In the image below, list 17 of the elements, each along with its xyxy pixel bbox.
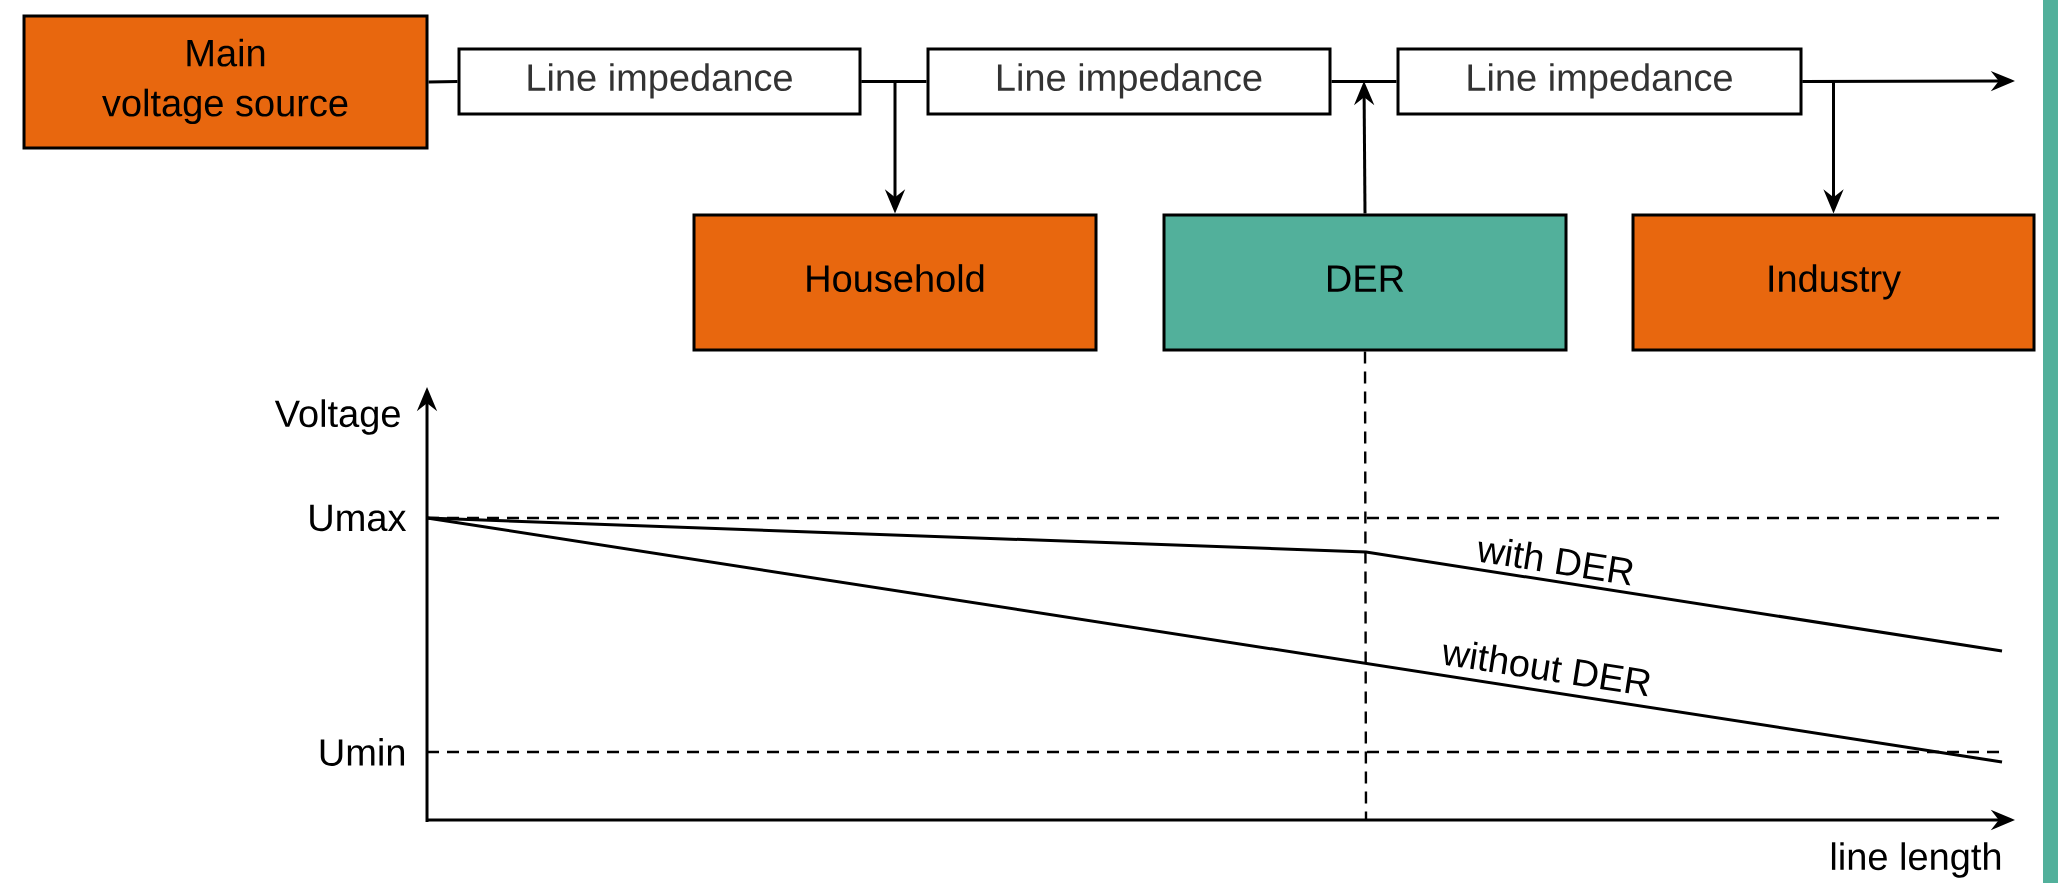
der-box: DER xyxy=(1162,213,1568,352)
curve-label: with DER xyxy=(1478,538,1633,586)
impedance-box: Line impedance xyxy=(457,47,862,116)
curve-label: without DER xyxy=(1443,641,1650,697)
load-box: Industry xyxy=(1631,213,2036,352)
impedance-box: Line impedance xyxy=(1396,47,1803,116)
dashed-line xyxy=(1363,351,1368,820)
level-label: Umin xyxy=(320,738,405,766)
axis-label: line length xyxy=(1831,842,2001,878)
connector-line xyxy=(1331,80,1397,83)
axis-label: Voltage xyxy=(274,399,400,435)
level-label: Umax xyxy=(310,504,407,532)
impedance-box: Line impedance xyxy=(926,47,1332,116)
connector-line xyxy=(428,80,458,84)
load-box: Household xyxy=(692,213,1098,352)
side-bar xyxy=(2043,0,2058,883)
source-box: Main voltage source xyxy=(22,14,429,150)
